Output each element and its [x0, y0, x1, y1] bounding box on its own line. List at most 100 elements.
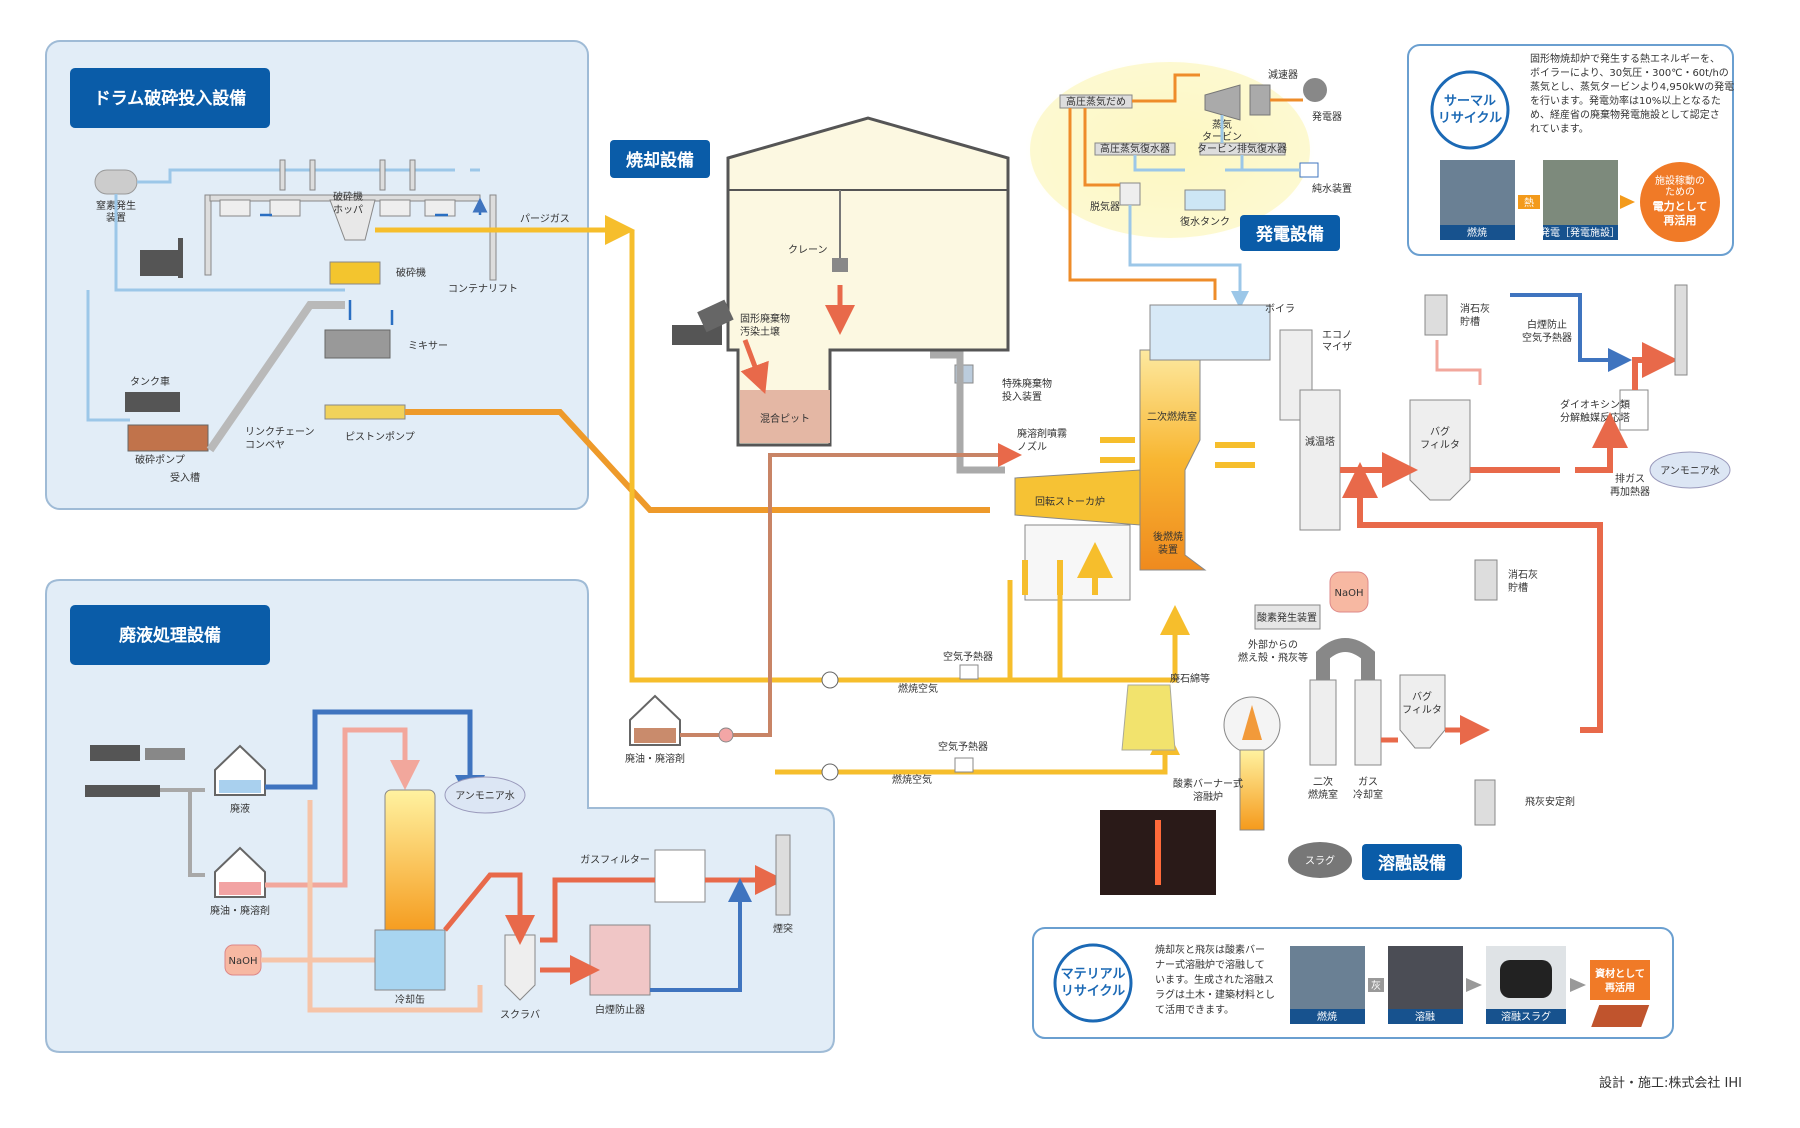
svg-text:リサイクル: リサイクル	[1438, 111, 1502, 126]
svg-text:減温塔: 減温塔	[1305, 435, 1335, 448]
liquid-section-label: 廃液処理設備	[70, 605, 270, 665]
bag-filter-2	[1399, 674, 1446, 749]
svg-text:混合ピット: 混合ピット	[760, 412, 810, 425]
gas-cooler	[1354, 679, 1382, 766]
tanker-truck	[125, 392, 180, 412]
power-section-label: 発電設備	[1240, 215, 1340, 251]
svg-text:燃焼: 燃焼	[1317, 1010, 1337, 1023]
svg-text:マイザ: マイザ	[1322, 341, 1352, 353]
svg-text:燃焼: 燃焼	[1467, 226, 1487, 239]
svg-text:パージガス: パージガス	[520, 213, 570, 225]
gas-treatment: 減温塔 バグ フィルタ 消石灰 貯槽 白煙防止 空気予熱器 ダイオキシン類 分解…	[1100, 284, 1731, 895]
svg-text:ガス: ガス	[1358, 776, 1378, 788]
svg-text:汚染土壌: 汚染土壌	[740, 325, 780, 338]
svg-text:ホッパ: ホッパ	[333, 204, 363, 216]
mixer	[324, 329, 391, 359]
forklift-icon	[140, 250, 178, 276]
ammonia-cloud-gas	[1649, 451, 1731, 489]
gas-filter	[654, 849, 706, 903]
svg-text:冷却缶: 冷却缶	[395, 993, 425, 1006]
svg-text:溶融スラグ: 溶融スラグ	[1501, 1010, 1551, 1023]
svg-text:酸素発生装置: 酸素発生装置	[1257, 611, 1317, 624]
svg-text:投入装置: 投入装置	[1002, 390, 1042, 403]
svg-text:冷却室: 冷却室	[1353, 788, 1383, 801]
svg-text:資材として: 資材として	[1595, 967, 1645, 980]
svg-text:燃焼空気: 燃焼空気	[892, 773, 932, 786]
svg-text:脱気器: 脱気器	[1090, 200, 1120, 213]
svg-text:蒸気とし、蒸気タービンより4,950kWの発電: 蒸気とし、蒸気タービンより4,950kWの発電	[1530, 80, 1734, 93]
svg-text:ノズル: ノズル	[1017, 440, 1047, 453]
svg-text:NaOH: NaOH	[1335, 588, 1364, 599]
oxygen-generator	[1254, 604, 1321, 630]
svg-text:バグ: バグ	[1430, 425, 1450, 438]
svg-text:ボイラーにより、30気圧・300℃・60t/hの: ボイラーにより、30気圧・300℃・60t/hの	[1530, 66, 1729, 79]
asbestos-bag	[1121, 684, 1176, 751]
svg-text:排ガス: 排ガス	[1615, 472, 1645, 485]
svg-text:溶融設備: 溶融設備	[1378, 853, 1446, 874]
link-chain-conveyor	[206, 301, 345, 453]
svg-text:二次: 二次	[1313, 775, 1333, 788]
tanker-rail	[85, 785, 160, 797]
svg-text:復水タンク: 復水タンク	[1180, 215, 1230, 228]
svg-text:ボイラ: ボイラ	[1265, 303, 1295, 315]
svg-text:溶融: 溶融	[1415, 1010, 1435, 1023]
svg-text:発電器: 発電器	[1312, 110, 1342, 123]
svg-text:後燃焼: 後燃焼	[1153, 530, 1183, 543]
sludge-flow	[405, 409, 990, 513]
svg-text:リンクチェーン: リンクチェーン	[245, 426, 315, 438]
deaerator	[1119, 182, 1141, 206]
air-fan-2	[821, 763, 839, 781]
boiler	[1149, 304, 1271, 361]
svg-text:外部からの: 外部からの	[1248, 638, 1298, 651]
thermal-result-badge	[1640, 162, 1720, 242]
svg-text:貯槽: 貯槽	[1460, 315, 1480, 328]
secondary-combustion-chamber	[1139, 349, 1207, 571]
svg-text:破砕機: 破砕機	[396, 266, 426, 279]
svg-text:特殊廃棄物: 特殊廃棄物	[1002, 377, 1052, 390]
svg-text:アンモニア水: アンモニア水	[455, 790, 515, 802]
tanker-truck-2	[90, 745, 140, 761]
flyash-silo	[1474, 779, 1496, 826]
svg-text:電力として: 電力として	[1653, 199, 1708, 213]
pure-water-unit	[1299, 162, 1319, 178]
svg-text:飛灰安定剤: 飛灰安定剤	[1525, 795, 1575, 808]
drum-section-label: ドラム破砕投入設備	[70, 68, 270, 128]
hopper-label: 破砕機	[333, 190, 363, 203]
steam-turbine	[1204, 84, 1241, 121]
quench-tower	[1299, 389, 1341, 531]
thermal-recycle-box: サーマル リサイクル 固形物焼却炉で発生する熱エネルギーを、 ボイラーにより、3…	[1407, 44, 1734, 256]
svg-text:ための: ための	[1665, 186, 1695, 198]
slag-cloud	[1288, 842, 1352, 878]
svg-text:ダイオキシン類: ダイオキシン類	[1560, 398, 1630, 411]
cooler-vessel	[384, 789, 436, 936]
incin-section-label: 焼却設備	[610, 140, 710, 178]
svg-text:ナー式溶融炉で溶融して: ナー式溶融炉で溶融して	[1155, 958, 1265, 971]
svg-text:め、経産省の廃棄物発電施設として認定さ: め、経産省の廃棄物発電施設として認定さ	[1530, 108, 1720, 121]
svg-text:ピストンポンプ: ピストンポンプ	[345, 431, 415, 443]
svg-text:装置: 装置	[1158, 543, 1178, 556]
svg-text:廃液処理設備: 廃液処理設備	[119, 625, 221, 646]
svg-text:スラグ: スラグ	[1305, 854, 1335, 867]
svg-text:純水装置: 純水装置	[1312, 182, 1352, 195]
svg-text:熱: 熱	[1524, 196, 1534, 209]
svg-text:ミキサー: ミキサー	[408, 340, 448, 352]
svg-text:クレーン: クレーン	[788, 244, 828, 256]
svg-text:消石灰: 消石灰	[1460, 302, 1490, 315]
drum-panel: ドラム破砕投入設備 窒素発生 装置 破砕機 ホッパ 破砕機 コンテナリフト	[45, 40, 990, 513]
waste-building	[726, 116, 1010, 447]
svg-text:再活用: 再活用	[1664, 213, 1697, 227]
svg-text:溶融炉: 溶融炉	[1193, 790, 1223, 803]
svg-text:アンモニア水: アンモニア水	[1660, 465, 1720, 477]
svg-text:NaOH: NaOH	[229, 956, 258, 967]
svg-text:スクラバ: スクラバ	[500, 1009, 540, 1021]
generator	[1303, 78, 1327, 102]
svg-text:コンテナリフト: コンテナリフト	[448, 283, 518, 295]
crusher	[329, 261, 381, 285]
piston-pump	[324, 404, 406, 420]
svg-text:ラグは土木・建築材料とし: ラグは土木・建築材料とし	[1155, 988, 1275, 1001]
svg-text:減速器: 減速器	[1268, 68, 1298, 81]
reducer	[1249, 84, 1271, 116]
footer-credit: 設計・施工:株式会社 IHI	[1599, 1076, 1742, 1091]
melt-section-label: 溶融設備	[1362, 844, 1462, 880]
crane-grab	[832, 258, 848, 272]
